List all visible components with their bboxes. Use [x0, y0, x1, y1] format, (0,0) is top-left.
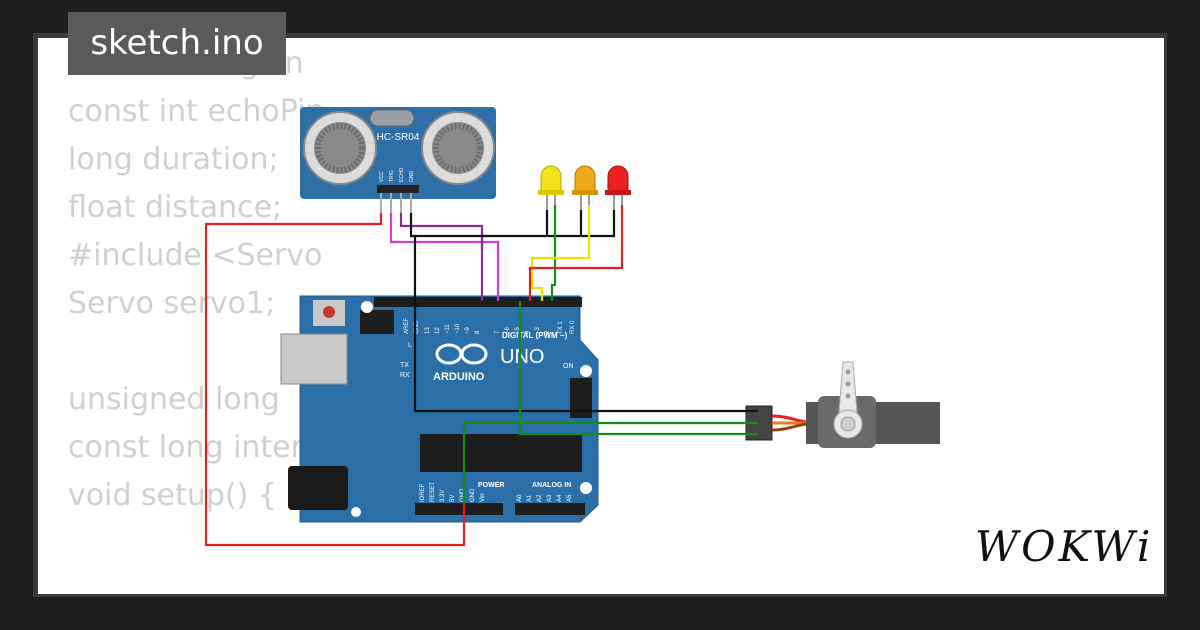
wire-red-vcc	[204, 213, 466, 547]
wire-black-led-common	[415, 210, 616, 238]
analog-pin-label: A3	[547, 494, 553, 502]
power-pin-label: IOREF	[420, 483, 426, 502]
digital-pin-label: 2	[545, 330, 551, 334]
digital-pin-label: ~11	[445, 324, 451, 334]
led-on-label: ON	[563, 363, 574, 370]
wire-magenta-trig	[389, 213, 500, 301]
servo-motor[interactable]	[745, 361, 940, 448]
power-pin-label: Vin	[480, 493, 486, 502]
power-pin-label: 5V	[450, 495, 456, 502]
sensor-pin-label: TRIG	[389, 170, 395, 182]
analog-pin-label: A0	[517, 494, 523, 502]
power-pin-label: RESET	[430, 482, 436, 502]
wires	[204, 205, 758, 547]
code-line: unsigned long	[68, 382, 290, 417]
power-pin-label: GND	[470, 488, 476, 502]
analog-header-label: ANALOG IN	[532, 482, 571, 489]
analog-pin-label: A1	[527, 494, 533, 502]
digital-pin-label: AREF	[404, 318, 410, 334]
wire-red-led	[528, 205, 624, 301]
digital-pin-label: ~9	[465, 326, 471, 334]
power-pin-label: 3.3V	[440, 490, 446, 502]
code-line: long duration;	[68, 142, 279, 177]
digital-pin-label: TX 1	[558, 321, 564, 334]
file-name-badge: sketch.ino	[68, 12, 286, 75]
sensor-pin-label: GND	[409, 171, 415, 183]
arduino-logo-icon	[435, 343, 488, 365]
led-red[interactable]	[605, 165, 631, 210]
digital-pin-label: 4	[525, 330, 531, 334]
wire-green-servo-vcc	[462, 421, 758, 503]
ultrasonic-sensor[interactable]: HC-SR04 VCC TRIG ECHO GND	[300, 107, 496, 213]
analog-pin-label: A5	[567, 494, 573, 502]
digital-pin-label: ~10	[455, 323, 461, 334]
led-orange[interactable]	[572, 165, 598, 210]
wire-yellow-led	[530, 205, 591, 301]
analog-pin-label: A2	[537, 494, 543, 502]
digital-pin-label: 8	[475, 330, 481, 334]
led-rx-label: RX	[400, 372, 410, 379]
digital-pin-label: GND	[414, 320, 420, 334]
code-line: Servo servo1;	[68, 286, 276, 321]
digital-pin-label: 12	[435, 327, 441, 334]
wire-purple-echo	[399, 213, 484, 301]
power-header-label: POWER	[478, 482, 504, 489]
sensor-pin-label: ECHO	[399, 167, 405, 182]
wokwi-logo: WOKWi	[975, 522, 1154, 571]
digital-pin-label: 7	[495, 330, 501, 334]
board-model-label: UNO	[500, 346, 544, 368]
arduino-uno-board[interactable]: DIGITAL (PWM ~) UNO ARDUINO ANALOG IN PO…	[280, 295, 599, 523]
code-line: void setup() {	[68, 478, 277, 513]
led-tx-label: TX	[400, 362, 409, 369]
digital-pin-label: RX 0	[570, 320, 576, 334]
code-line: #include <Servo	[68, 238, 323, 273]
wire-green-led	[550, 205, 557, 301]
code-line: const long inter	[68, 430, 303, 465]
wire-green-servo-signal	[518, 301, 758, 436]
digital-pin-label: ~5	[515, 326, 521, 334]
code-line: const int echoPin	[68, 94, 325, 129]
digital-pin-label: ~3	[535, 326, 541, 334]
analog-pin-label: A4	[557, 494, 563, 502]
led-yellow[interactable]	[538, 165, 564, 210]
sensor-model-label: HC-SR04	[377, 132, 420, 143]
code-line: float distance;	[68, 190, 283, 225]
digital-header-label: DIGITAL (PWM ~)	[502, 331, 568, 340]
led-l-label: L	[408, 342, 412, 349]
digital-pin-label: 13	[425, 327, 431, 334]
brand-label: ARDUINO	[433, 371, 485, 383]
sensor-pin-label: VCC	[379, 171, 385, 182]
digital-pin-label: ~6	[505, 326, 511, 334]
